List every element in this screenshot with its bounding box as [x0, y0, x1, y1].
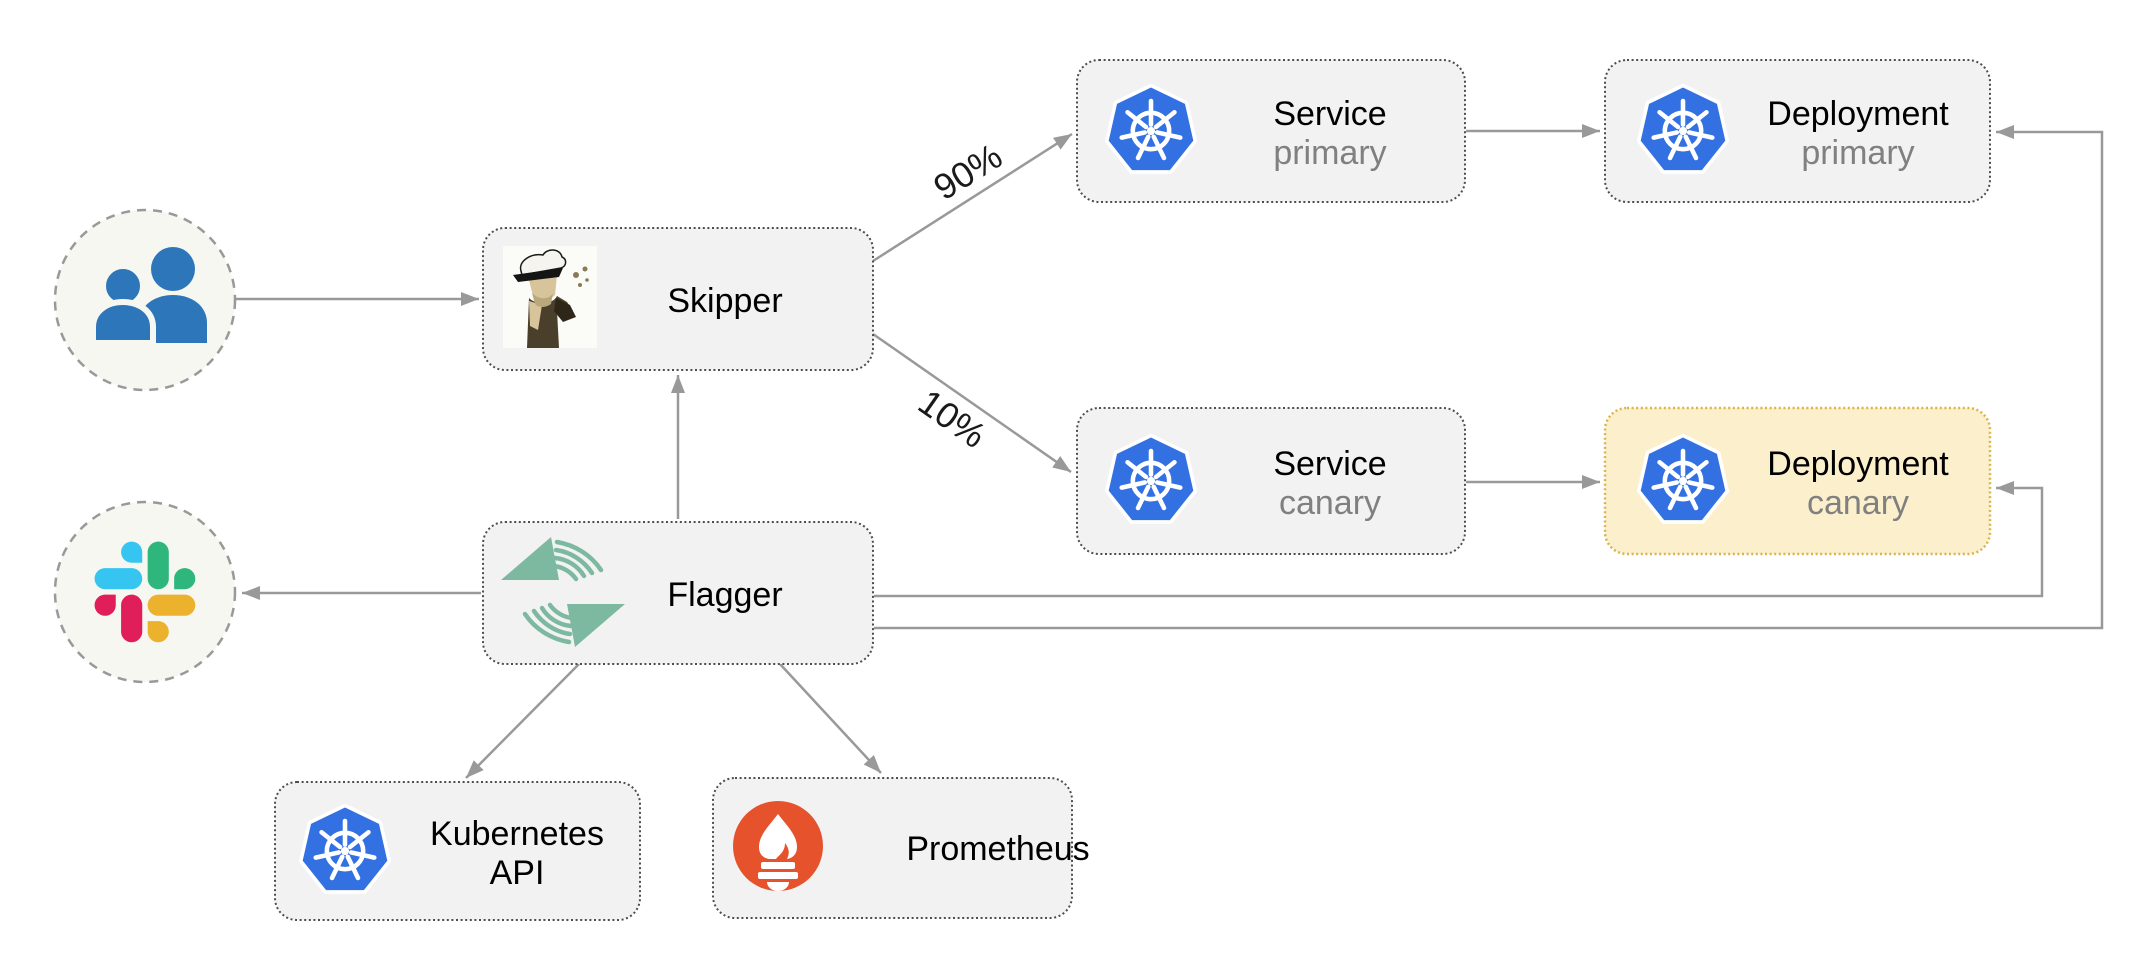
- traffic-weight-canary-label: 10%: [911, 381, 994, 456]
- edge-flagger-to-deployment-canary-loop: [874, 481, 2044, 598]
- service-primary-sublabel: primary: [1273, 134, 1386, 172]
- node-deployment-canary: Deployment canary: [1603, 406, 1992, 556]
- edges: [236, 124, 2104, 779]
- users-icon: [90, 247, 207, 346]
- slack-blue-shape: [94, 541, 143, 590]
- edge-flagger-to-deployment-primary-loop: [874, 125, 2104, 630]
- skipper-label: Skipper: [667, 282, 782, 320]
- edge-skipper-to-service-canary: [872, 332, 1072, 474]
- kubernetes-api-label: Kubernetes: [430, 815, 604, 853]
- node-users: [53, 208, 237, 392]
- slack-circle: [53, 500, 237, 684]
- slack-icon: [94, 541, 196, 643]
- kubernetes-icon: [301, 806, 390, 892]
- flagger-label: Flagger: [667, 576, 782, 614]
- node-prometheus: Prometheus: [712, 777, 1090, 919]
- node-deployment-primary: Deployment primary: [1604, 59, 1991, 203]
- traffic-weight-primary-label: 90%: [926, 135, 1009, 208]
- node-kubernetes-api: Kubernetes API: [274, 781, 641, 921]
- deployment-primary-sublabel: primary: [1801, 134, 1914, 172]
- kubernetes-icon: [1107, 436, 1196, 522]
- node-slack: [53, 500, 237, 684]
- users-circle: [53, 208, 237, 392]
- skipper-captain-icon: [503, 246, 597, 348]
- service-primary-label: Service: [1273, 95, 1386, 133]
- deployment-primary-label: Deployment: [1767, 95, 1949, 133]
- slack-yellow-shape: [147, 594, 196, 643]
- kubernetes-icon: [1639, 86, 1728, 172]
- kubernetes-icon: [1639, 436, 1728, 522]
- prometheus-label: Prometheus: [906, 830, 1089, 868]
- prometheus-flame-icon: [733, 801, 823, 891]
- kubernetes-icon: [1107, 86, 1196, 172]
- service-canary-sublabel: canary: [1279, 484, 1381, 522]
- kubernetes-api-sublabel: API: [490, 854, 545, 892]
- slack-green-shape: [147, 541, 196, 590]
- edge-flagger-to-kubernetes-api: [465, 663, 580, 779]
- deployment-canary-label: Deployment: [1767, 445, 1949, 483]
- node-service-primary: Service primary: [1076, 59, 1466, 203]
- node-skipper: Skipper: [482, 227, 874, 371]
- edge-skipper-to-service-primary: [872, 132, 1073, 263]
- service-canary-label: Service: [1273, 445, 1386, 483]
- edge-flagger-to-prometheus: [779, 663, 882, 774]
- slack-red-shape: [94, 594, 143, 643]
- node-flagger: Flagger: [482, 521, 874, 665]
- deployment-canary-border: [1603, 406, 1992, 556]
- node-service-canary: Service canary: [1076, 407, 1466, 555]
- deployment-canary-sublabel: canary: [1807, 484, 1909, 522]
